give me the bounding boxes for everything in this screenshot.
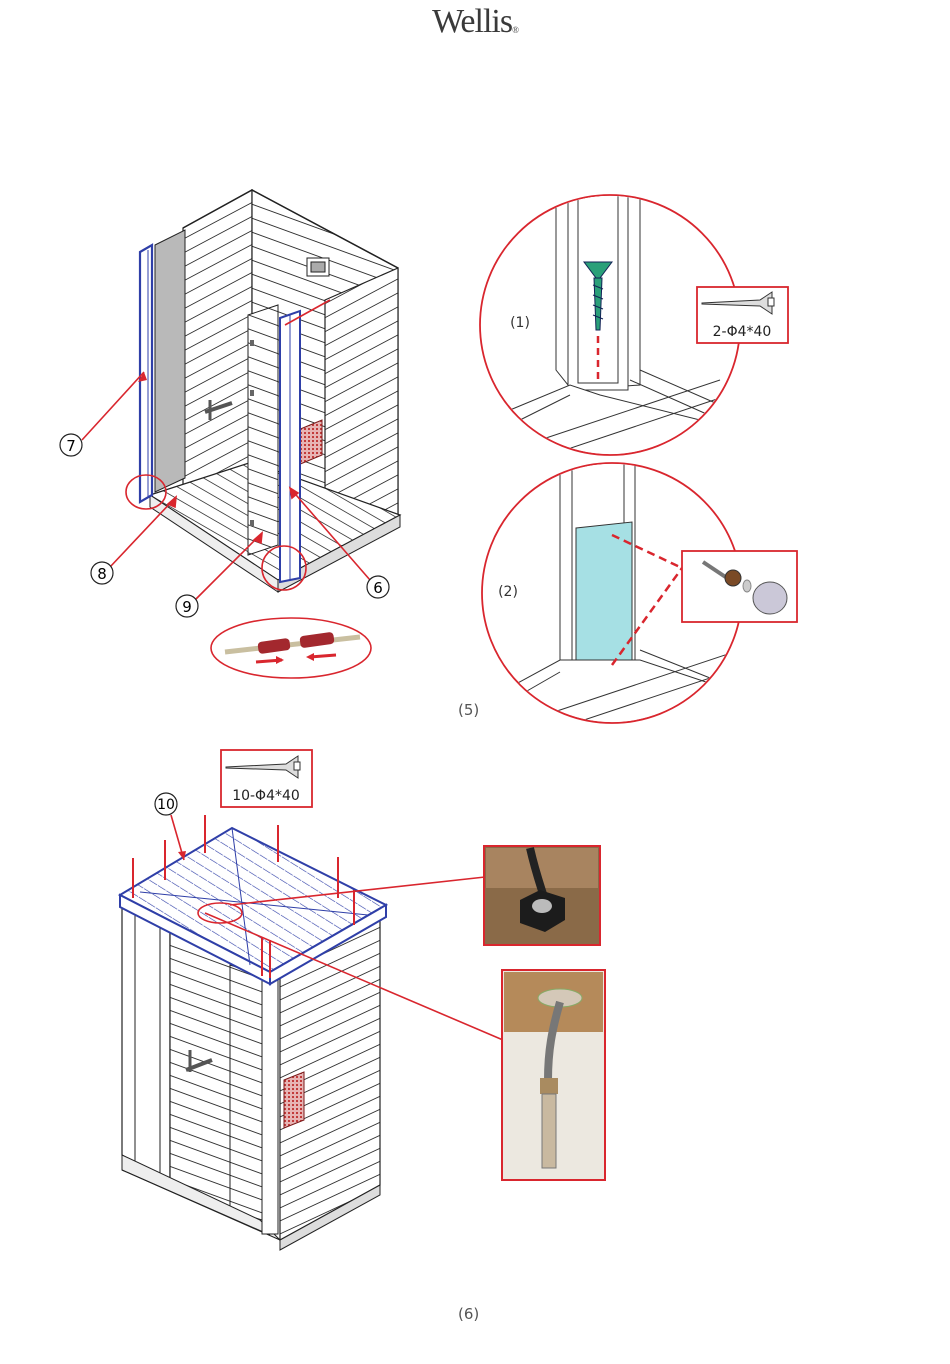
sauna-cabin-drawing <box>140 190 400 592</box>
step6-caption: (6) <box>458 1305 479 1323</box>
detail-1: (1) 2-Φ4*40 <box>480 195 788 460</box>
svg-text:(1): (1) <box>510 315 530 331</box>
svg-text:7: 7 <box>66 437 76 455</box>
step5-illustration: 7 8 9 6 <box>0 0 950 740</box>
callout-9: 9 <box>176 595 198 617</box>
svg-text:8: 8 <box>97 565 107 583</box>
callout-8: 8 <box>91 562 113 584</box>
cable-gland-photo <box>484 846 600 945</box>
step6-illustration: 10 10-Φ4*40 <box>0 740 950 1300</box>
svg-text:(2): (2) <box>498 584 518 600</box>
screw-spec-box-step6: 10-Φ4*40 <box>221 750 312 807</box>
callout-10: 10 <box>155 793 186 860</box>
temperature-probe-photo <box>502 970 605 1180</box>
sauna-cabin-drawing-step6 <box>120 828 386 1250</box>
callout-7: 7 <box>60 434 82 456</box>
svg-text:10: 10 <box>157 797 175 813</box>
svg-text:2-Φ4*40: 2-Φ4*40 <box>713 324 772 340</box>
callout-6: 6 <box>367 576 389 598</box>
wire-connector-detail <box>211 618 371 678</box>
detail-2: (2) <box>482 462 797 730</box>
svg-text:10-Φ4*40: 10-Φ4*40 <box>232 788 300 804</box>
svg-text:9: 9 <box>182 598 192 616</box>
step5-caption: (5) <box>458 701 479 719</box>
svg-text:6: 6 <box>373 579 383 597</box>
